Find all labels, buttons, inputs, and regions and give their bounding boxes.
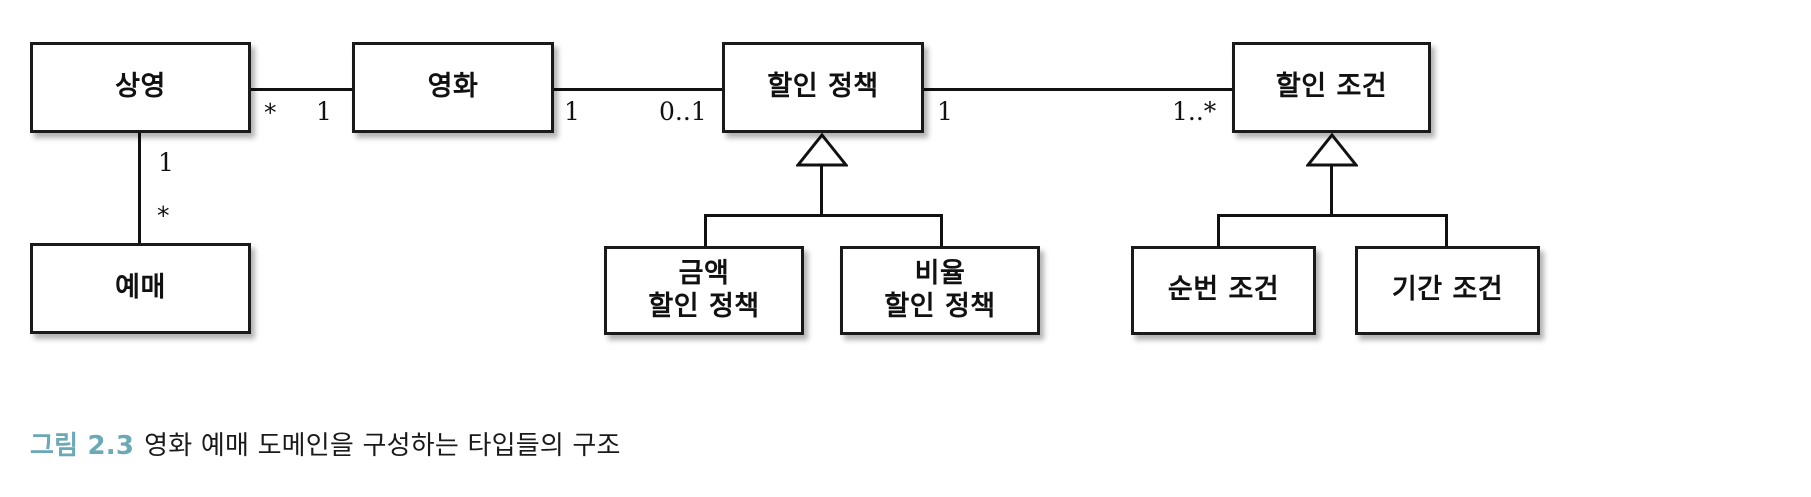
- class-box-reservation[interactable]: 예매: [30, 243, 251, 334]
- figure-caption: 그림 2.3 영화 예매 도메인을 구성하는 타입들의 구조: [30, 425, 621, 462]
- multiplicity-discount-policy-from-movie: 0..1: [659, 97, 707, 126]
- generalization-stem-discount-condition: [1330, 163, 1333, 214]
- generalization-drop-period-condition: [1445, 214, 1448, 247]
- figure-caption-number: 그림 2.3: [30, 431, 135, 461]
- generalization-triangle-discount-policy: [794, 132, 850, 167]
- multiplicity-screening-to-reservation: 1: [158, 148, 174, 177]
- multiplicity-condition-from-discount-policy: 1..*: [1172, 97, 1217, 126]
- association-line-movie-discount-policy: [552, 88, 723, 91]
- class-box-discount-condition[interactable]: 할인 조건: [1232, 42, 1431, 133]
- generalization-bus-discount-condition: [1217, 214, 1448, 217]
- generalization-drop-percent-policy: [940, 214, 943, 247]
- class-box-percent-discount-policy[interactable]: 비율 할인 정책: [840, 246, 1040, 335]
- multiplicity-reservation-from-screening: *: [157, 201, 170, 230]
- class-box-screening[interactable]: 상영: [30, 42, 251, 133]
- association-line-screening-movie: [249, 88, 355, 91]
- generalization-drop-amount-policy: [704, 214, 707, 247]
- class-box-discount-policy[interactable]: 할인 정책: [722, 42, 924, 133]
- multiplicity-screening-to-movie: *: [264, 98, 277, 127]
- figure-caption-text: 영화 예매 도메인을 구성하는 타입들의 구조: [144, 431, 621, 461]
- class-label-reservation: 예매: [115, 272, 166, 304]
- class-box-period-condition[interactable]: 기간 조건: [1355, 246, 1540, 335]
- class-label-movie: 영화: [427, 71, 479, 103]
- class-box-sequence-condition[interactable]: 순번 조건: [1131, 246, 1316, 335]
- class-box-amount-discount-policy[interactable]: 금액 할인 정책: [604, 246, 804, 335]
- association-line-discount-policy-discount-condition: [921, 88, 1234, 91]
- class-label-discount-condition: 할인 조건: [1275, 71, 1388, 103]
- association-line-screening-reservation: [138, 131, 141, 244]
- generalization-stem-discount-policy: [820, 163, 823, 214]
- generalization-bus-discount-policy: [704, 214, 943, 217]
- generalization-drop-sequence-condition: [1217, 214, 1220, 247]
- class-label-discount-policy: 할인 정책: [767, 71, 879, 103]
- multiplicity-movie-to-discount-policy: 1: [564, 97, 580, 126]
- class-label-period-condition: 기간 조건: [1391, 274, 1504, 306]
- class-label-percent-discount-policy: 비율 할인 정책: [884, 257, 996, 322]
- class-label-sequence-condition: 순번 조건: [1167, 274, 1280, 306]
- class-box-movie[interactable]: 영화: [352, 42, 554, 133]
- class-label-screening: 상영: [115, 71, 166, 103]
- multiplicity-discount-policy-to-condition: 1: [937, 97, 953, 126]
- multiplicity-movie-from-screening: 1: [316, 97, 332, 126]
- generalization-triangle-discount-condition: [1304, 132, 1360, 167]
- class-label-amount-discount-policy: 금액 할인 정책: [648, 257, 760, 322]
